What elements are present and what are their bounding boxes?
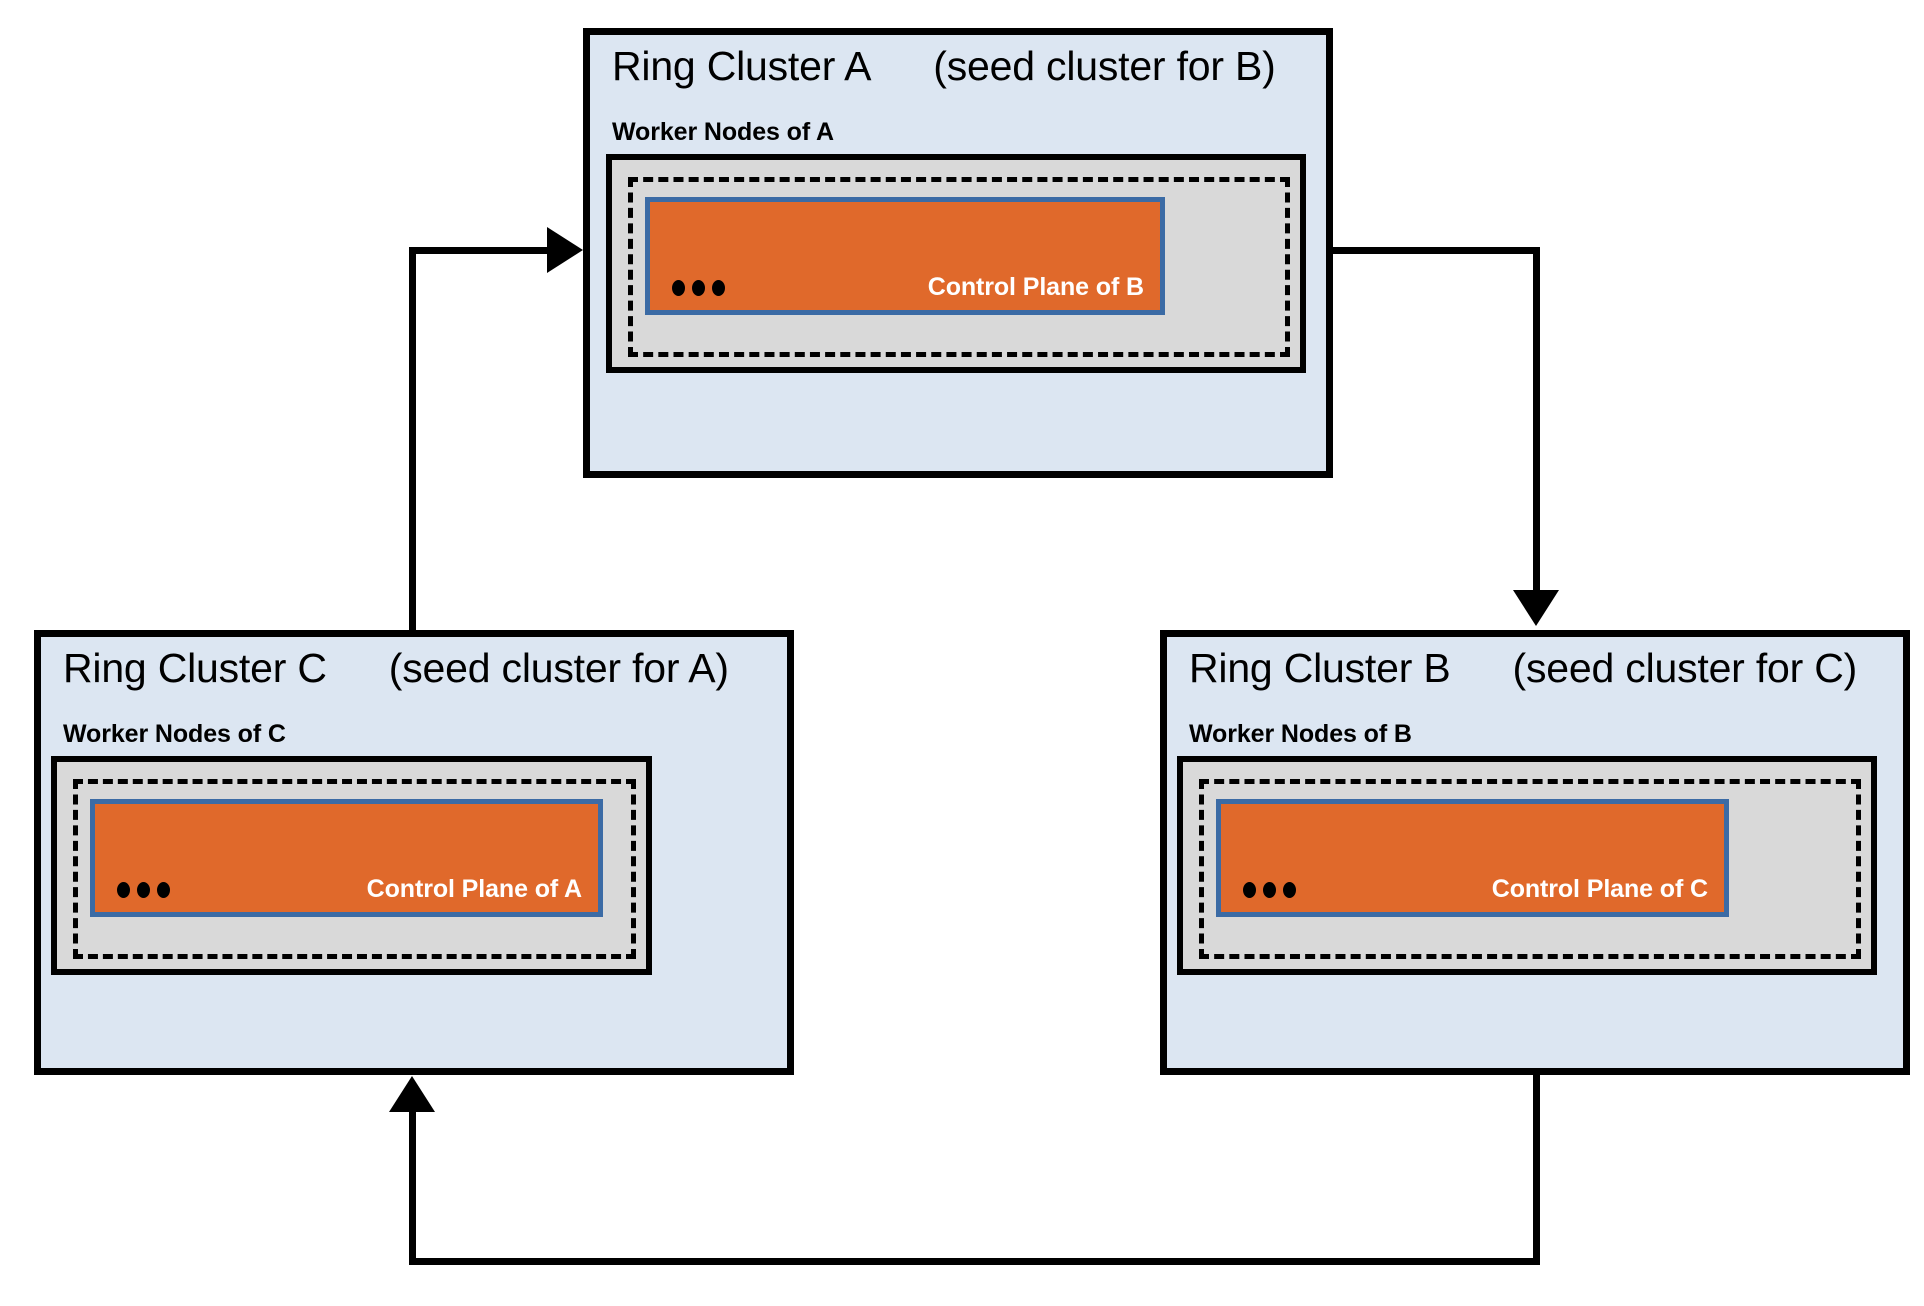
cluster-b-ellipsis-icon (1243, 882, 1296, 898)
connector-c-to-a-horizontal (409, 247, 549, 254)
cluster-b-control-plane-label: Control Plane of C (1491, 875, 1708, 903)
cluster-c-control-plane-label: Control Plane of A (366, 875, 582, 903)
cluster-a-control-plane[interactable]: Control Plane of B (645, 197, 1165, 315)
cluster-c-control-plane[interactable]: Control Plane of A (90, 799, 603, 917)
cluster-b-dashed-boundary: Control Plane of C (1199, 779, 1861, 959)
connector-a-to-b-arrowhead (1513, 590, 1559, 626)
connector-c-to-a-vertical (409, 250, 416, 648)
cluster-c-worker-nodes-box: Control Plane of A (51, 756, 652, 975)
cluster-b-worker-nodes-box: Control Plane of C (1177, 756, 1877, 975)
cluster-a-ellipsis-icon (672, 280, 725, 296)
cluster-b-name: Ring Cluster B (1189, 645, 1451, 691)
cluster-a-control-plane-label: Control Plane of B (927, 273, 1144, 301)
ring-cluster-b[interactable]: Ring Cluster B (seed cluster for C) Worke… (1160, 630, 1910, 1075)
ring-cluster-c[interactable]: Ring Cluster C (seed cluster for A) Worke… (34, 630, 794, 1075)
connector-b-to-c-vertical-left (409, 1110, 416, 1265)
ring-cluster-a[interactable]: Ring Cluster A (seed cluster for B) Worke… (583, 28, 1333, 478)
cluster-b-seed-note: (seed cluster for C) (1512, 645, 1858, 691)
cluster-a-seed-note: (seed cluster for B) (933, 43, 1276, 89)
connector-a-to-b-vertical (1533, 247, 1540, 592)
cluster-b-worker-nodes-label: Worker Nodes of B (1189, 720, 1412, 748)
cluster-a-name: Ring Cluster A (612, 43, 872, 89)
cluster-c-ellipsis-icon (117, 882, 170, 898)
cluster-c-name: Ring Cluster C (63, 645, 327, 691)
cluster-a-title: Ring Cluster A (seed cluster for B) (612, 43, 1276, 90)
cluster-a-worker-nodes-box: Control Plane of B (606, 154, 1306, 373)
connector-b-to-c-horizontal (409, 1258, 1540, 1265)
connector-b-to-c-arrowhead (389, 1076, 435, 1112)
cluster-a-dashed-boundary: Control Plane of B (628, 177, 1290, 357)
connector-a-to-b-horizontal (1333, 247, 1540, 254)
cluster-c-worker-nodes-label: Worker Nodes of C (63, 720, 286, 748)
cluster-a-worker-nodes-label: Worker Nodes of A (612, 118, 834, 146)
connector-c-to-a-arrowhead (547, 227, 583, 273)
cluster-b-control-plane[interactable]: Control Plane of C (1216, 799, 1729, 917)
connector-b-to-c-vertical-right (1533, 1075, 1540, 1265)
cluster-c-seed-note: (seed cluster for A) (388, 645, 729, 691)
cluster-c-title: Ring Cluster C (seed cluster for A) (63, 645, 729, 692)
cluster-c-dashed-boundary: Control Plane of A (73, 779, 636, 959)
cluster-b-title: Ring Cluster B (seed cluster for C) (1189, 645, 1857, 692)
